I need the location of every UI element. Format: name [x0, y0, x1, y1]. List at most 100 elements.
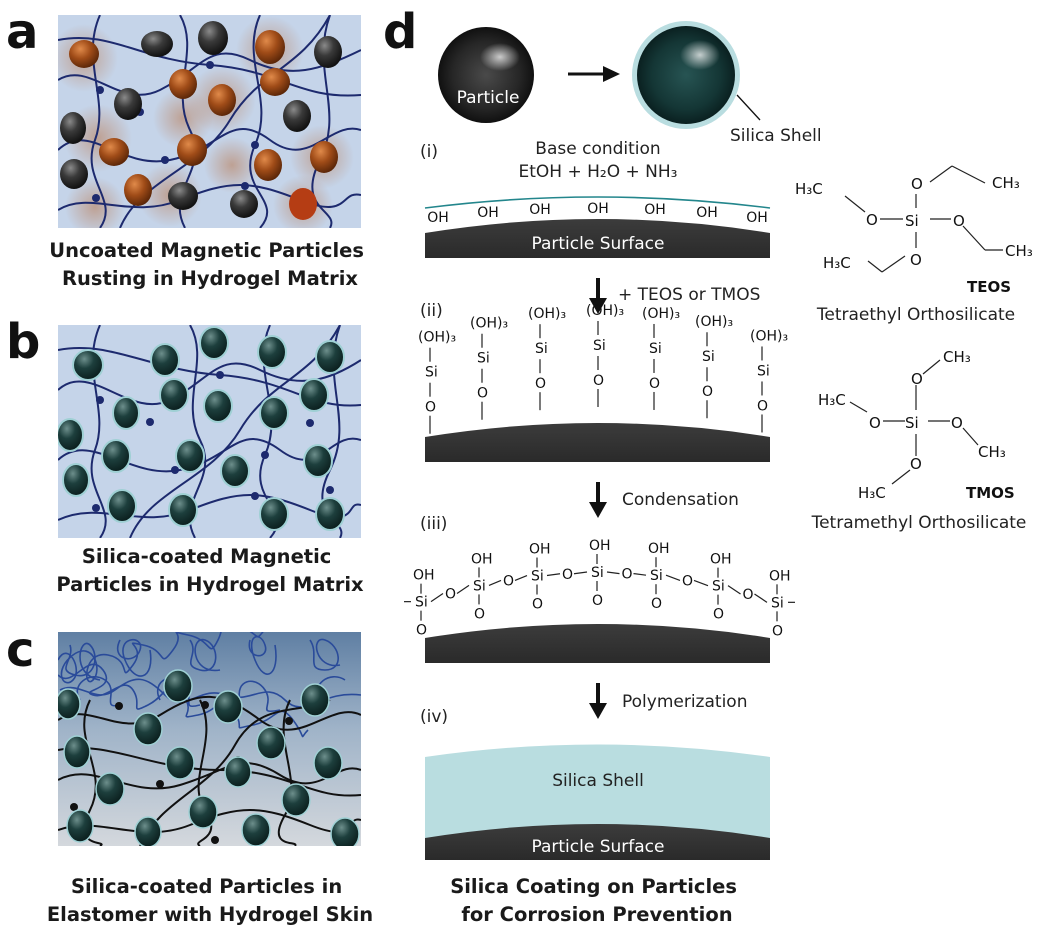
svg-text:O: O — [866, 211, 878, 229]
panel-b: b — [6, 314, 364, 596]
panel-c-letter: c — [6, 622, 34, 678]
siloxane-unit: OH SiO — [413, 568, 435, 639]
base-condition-label: Base condition — [535, 139, 660, 159]
svg-text:O: O — [953, 212, 965, 230]
svg-text:OH: OH — [696, 205, 718, 221]
svg-text:O: O — [951, 414, 963, 432]
svg-text:OH: OH — [746, 210, 768, 226]
step-iii: (iii) OHSiOOOHSiOOOHSiOOOHSiOOOHSiOOOHSi… — [404, 514, 795, 663]
particle-surface-iii — [425, 624, 770, 663]
arrow-iii: Condensation — [589, 482, 739, 518]
svg-text:O: O — [702, 384, 713, 400]
silica-shell-layer-label: Silica Shell — [552, 771, 644, 791]
particles-a — [60, 21, 342, 220]
bridging-oxygen: O — [445, 587, 456, 603]
panel-a-letter: a — [6, 4, 38, 60]
surface-hydroxyls: OH OH OH OH OH OH OH — [427, 201, 768, 226]
svg-text:O: O — [535, 376, 546, 392]
svg-text:Si: Si — [712, 579, 725, 595]
svg-text:O: O — [477, 386, 488, 402]
svg-text:Si: Si — [415, 595, 428, 611]
polymerization-label: Polymerization — [622, 692, 747, 712]
svg-text:(OH)₃: (OH)₃ — [586, 303, 624, 319]
svg-text:OH: OH — [529, 202, 551, 218]
silanol-group: (OH)₃ SiO — [470, 316, 508, 420]
svg-text:Si: Si — [593, 338, 606, 354]
step-iv-tag: (iv) — [420, 707, 448, 727]
bridging-oxygen: O — [682, 573, 693, 589]
svg-text:O: O — [532, 597, 543, 613]
svg-text:O: O — [592, 593, 603, 609]
svg-text:OH: OH — [477, 205, 499, 221]
tmos-abbr: TMOS — [966, 484, 1015, 502]
svg-text:O: O — [416, 623, 427, 639]
svg-text:Si: Si — [905, 212, 919, 230]
svg-text:O: O — [869, 414, 881, 432]
reagents-label: EtOH + H₂O + NH₃ — [519, 162, 678, 182]
tmos-name: Tetramethyl Orthosilicate — [811, 513, 1027, 533]
svg-text:(OH)₃: (OH)₃ — [695, 314, 733, 330]
step-ii: (ii) (OH)₃SiO(OH)₃SiO(OH)₃SiO(OH)₃SiO(OH… — [418, 301, 788, 462]
bridging-oxygen: O — [743, 587, 754, 603]
transform-arrow — [568, 66, 620, 82]
svg-text:Si: Si — [531, 569, 544, 585]
siloxane-network: OHSiOOOHSiOOOHSiOOOHSiOOOHSiOOOHSiOOOHSi… — [404, 538, 795, 639]
svg-text:CH₃: CH₃ — [1005, 242, 1033, 260]
tetos-tmos-label: + TEOS or TMOS — [618, 285, 760, 305]
arrow-ii: + TEOS or TMOS — [589, 278, 760, 314]
step-i: (i) Base condition EtOH + H₂O + NH₃ OH O… — [420, 139, 771, 258]
particles-b — [58, 326, 345, 531]
siloxane-unit: OH SiO — [710, 552, 732, 623]
panel-a-caption: Uncoated Magnetic Particles Rusting in H… — [49, 239, 371, 290]
svg-text:Si: Si — [591, 565, 604, 581]
particle-label: Particle — [457, 88, 520, 108]
panel-d: d Particle Silica Shell (i) Base conditi… — [383, 4, 822, 926]
tmos-structure: O Si O O O CH₃ H₃C CH₃ H₃C TMOS Tetramet… — [811, 348, 1027, 533]
elastomer-network — [58, 632, 361, 846]
panel-c: c — [6, 622, 373, 926]
svg-text:OH: OH — [648, 541, 670, 557]
silanol-columns: (OH)₃SiO(OH)₃SiO(OH)₃SiO(OH)₃SiO(OH)₃SiO… — [418, 303, 788, 434]
hydrogel-network-a — [58, 15, 361, 228]
svg-text:O: O — [910, 455, 922, 473]
svg-text:(OH)₃: (OH)₃ — [642, 306, 680, 322]
svg-text:CH₃: CH₃ — [978, 443, 1006, 461]
svg-text:(OH)₃: (OH)₃ — [470, 316, 508, 332]
svg-text:Si: Si — [905, 414, 919, 432]
svg-text:Si: Si — [477, 351, 490, 367]
panel-d-letter: d — [383, 4, 417, 60]
silica-shell-label: Silica Shell — [730, 126, 822, 146]
svg-text:OH: OH — [471, 551, 493, 567]
particle-surface-label-i: Particle Surface — [532, 234, 665, 254]
svg-text:Si: Si — [650, 568, 663, 584]
step-iv: (iv) Silica Shell Particle Surface — [420, 707, 770, 860]
svg-text:OH: OH — [644, 202, 666, 218]
particles-c — [58, 669, 360, 846]
svg-text:H₃C: H₃C — [858, 484, 886, 502]
svg-text:O: O — [593, 373, 604, 389]
svg-text:O: O — [474, 606, 485, 622]
svg-text:O: O — [713, 607, 724, 623]
panel-a: a — [6, 4, 371, 290]
svg-text:CH₃: CH₃ — [943, 348, 971, 366]
svg-text:Si: Si — [757, 363, 770, 379]
silanol-group: (OH)₃ SiO — [586, 303, 624, 407]
coated-particle: Silica Shell — [632, 21, 822, 146]
panel-b-caption: Silica-coated Magnetic Particles in Hydr… — [56, 545, 364, 596]
step-ii-tag: (ii) — [420, 301, 443, 321]
svg-text:O: O — [911, 175, 923, 193]
svg-text:CH₃: CH₃ — [992, 174, 1020, 192]
svg-text:OH: OH — [710, 552, 732, 568]
step-i-tag: (i) — [420, 142, 438, 162]
svg-text:(OH)₃: (OH)₃ — [418, 330, 456, 346]
svg-text:OH: OH — [413, 568, 435, 584]
